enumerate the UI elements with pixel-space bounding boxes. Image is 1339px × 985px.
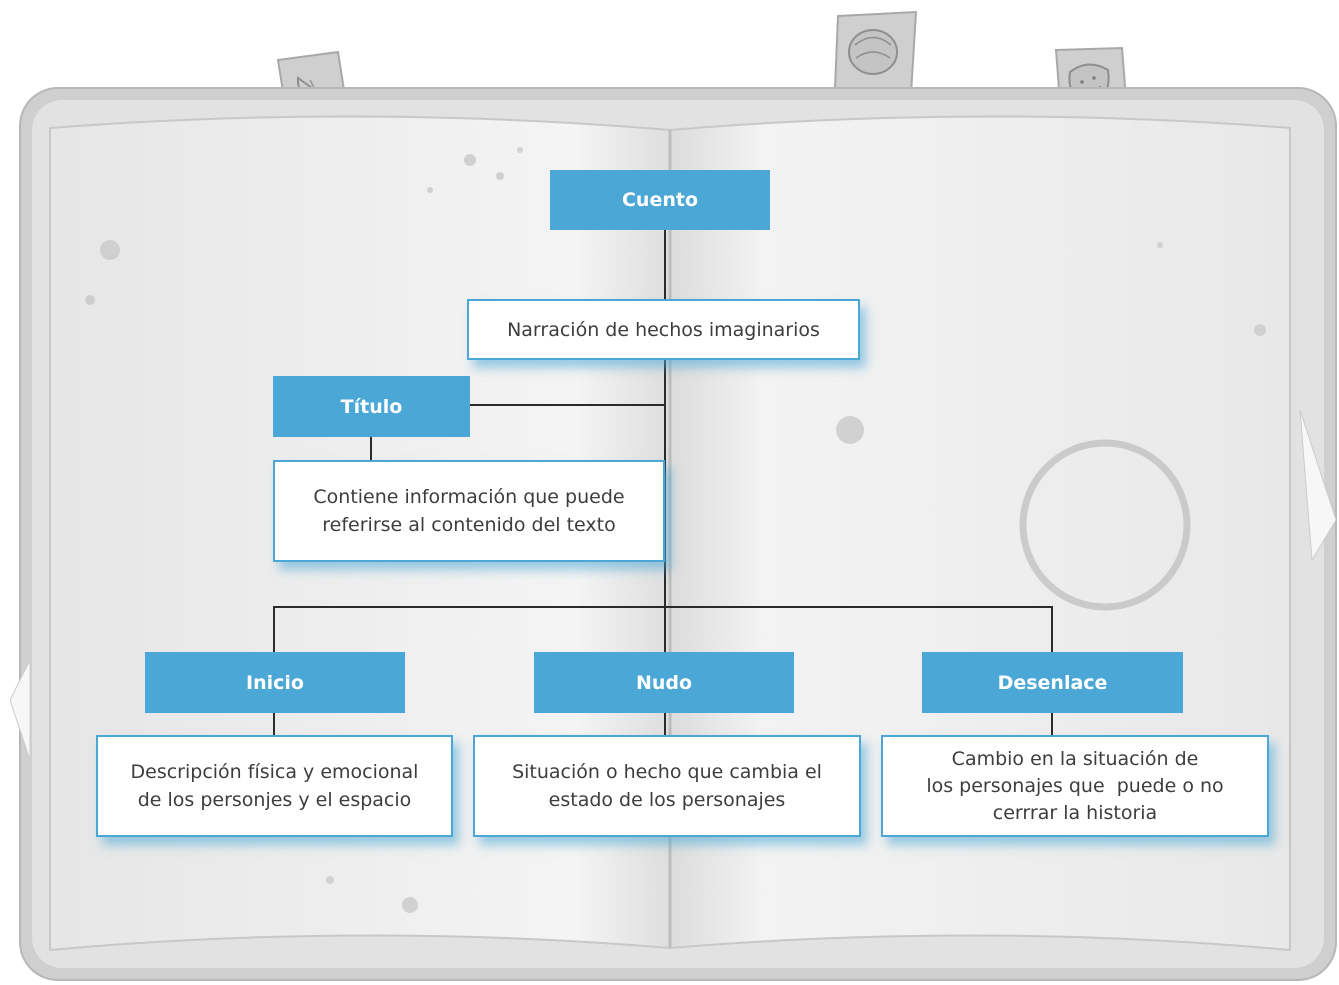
- connector-title-stem: [370, 436, 372, 461]
- inicio-description-line: Descripción física y emocional: [130, 761, 419, 783]
- cuento-description-box: Narración de hechos imaginarios: [467, 299, 860, 360]
- titulo-description-box: Contiene información que puede referirse…: [273, 460, 665, 562]
- connector-inicio-stem: [273, 712, 275, 736]
- titulo-description-line: Contiene información que puede: [313, 486, 625, 508]
- inicio-description-box: Descripción física y emocional de los pe…: [96, 735, 453, 837]
- titulo-description-line: referirse al contenido del texto: [322, 514, 616, 536]
- desenlace-description-line: Cambio en la situación de: [951, 747, 1199, 770]
- connector-main-trunk: [664, 359, 666, 652]
- nudo-box: Nudo: [534, 652, 794, 713]
- desenlace-description-line: cerrrar la historia: [992, 801, 1158, 824]
- connector-desenlace-drop: [1051, 606, 1053, 653]
- cuento-box: Cuento: [550, 170, 770, 230]
- connector-inicio-drop: [273, 606, 275, 653]
- desenlace-box: Desenlace: [922, 652, 1183, 713]
- desenlace-description-box: Cambio en la situación de los personajes…: [881, 735, 1269, 837]
- nudo-description-line: Situación o hecho que cambia el: [512, 761, 822, 783]
- nudo-description-box: Situación o hecho que cambia el estado d…: [473, 735, 861, 837]
- connector-root-trunk: [664, 230, 666, 300]
- connector-desenlace-stem: [1051, 712, 1053, 736]
- connector-title-branch: [469, 404, 665, 406]
- nudo-description-line: estado de los personajes: [548, 789, 786, 811]
- inicio-box: Inicio: [145, 652, 405, 713]
- titulo-box: Título: [273, 376, 470, 437]
- inicio-description-line: de los personjes y el espacio: [137, 789, 412, 811]
- desenlace-description-line: los personajes que puede o no: [926, 774, 1224, 797]
- connector-nudo-stem: [664, 712, 666, 736]
- connector-parts-bar: [273, 606, 1053, 608]
